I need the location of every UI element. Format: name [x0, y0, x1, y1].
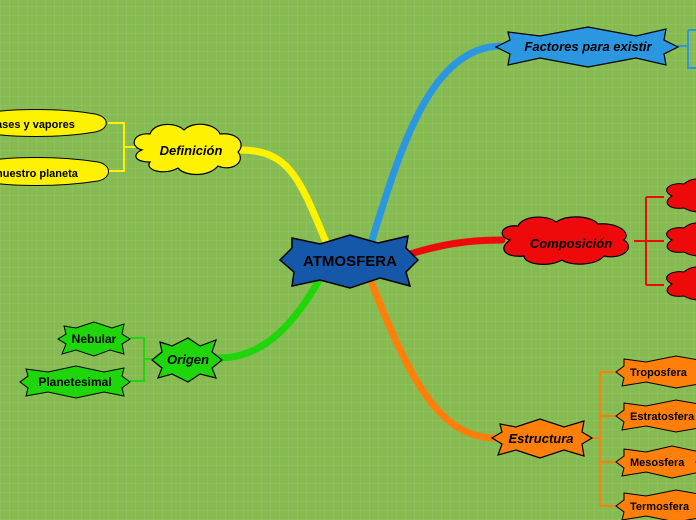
connector-factores	[368, 42, 504, 244]
central-label: ATMOSFERA	[303, 253, 397, 270]
composicion-label: Composición	[530, 236, 612, 251]
subnode-origen-1[interactable]: Nebular	[57, 321, 131, 357]
estructura-child-4: Termosfera	[630, 501, 690, 513]
bracket-definicion	[108, 122, 136, 172]
central-node[interactable]: ATMOSFERA	[278, 234, 420, 289]
factores-label: Factores para existir	[524, 39, 652, 54]
subnode-composicion-1[interactable]	[666, 178, 696, 213]
connector-estructura	[368, 280, 499, 442]
subnode-composicion-2[interactable]	[666, 222, 696, 257]
subnode-estructura-3[interactable]: Mesosfera	[615, 445, 696, 479]
bracket-origen	[130, 337, 154, 382]
bracket-composicion	[634, 196, 664, 286]
bracket-estructura	[588, 371, 618, 507]
subnode-origen-2[interactable]: Planetesimal	[19, 365, 131, 399]
node-origen[interactable]: Origen	[151, 337, 223, 383]
subnode-definicion-1[interactable]: ases y vapores	[0, 109, 107, 137]
definicion-child-1: ases y vapores	[0, 119, 75, 131]
estructura-child-3: Mesosfera	[630, 457, 685, 469]
connector-definicion	[236, 146, 330, 246]
subnode-definicion-2[interactable]: nuestro planeta	[0, 157, 109, 186]
definicion-label: Definición	[160, 143, 223, 158]
estructura-label: Estructura	[508, 431, 573, 446]
estructura-child-1: Troposfera	[630, 367, 688, 379]
node-definicion[interactable]: Definición	[133, 123, 242, 176]
origen-child-1: Nebular	[72, 332, 117, 346]
subnode-estructura-4[interactable]: Termosfera	[615, 489, 696, 520]
estructura-child-2: Estratosfera	[630, 411, 695, 423]
subnode-estructura-1[interactable]: Troposfera	[615, 355, 696, 389]
bracket-factores	[677, 29, 696, 69]
subnode-composicion-3[interactable]	[666, 266, 696, 301]
origen-label: Origen	[167, 352, 209, 367]
node-estructura[interactable]: Estructura	[490, 418, 594, 459]
definicion-child-2: nuestro planeta	[0, 168, 79, 180]
node-factores[interactable]: Factores para existir	[494, 26, 680, 68]
connector-origen	[214, 278, 322, 362]
node-composicion[interactable]: Composición	[501, 216, 630, 265]
connector-composicion	[406, 236, 506, 258]
subnode-estructura-2[interactable]: Estratosfera	[615, 399, 696, 433]
origen-child-2: Planetesimal	[38, 375, 111, 389]
